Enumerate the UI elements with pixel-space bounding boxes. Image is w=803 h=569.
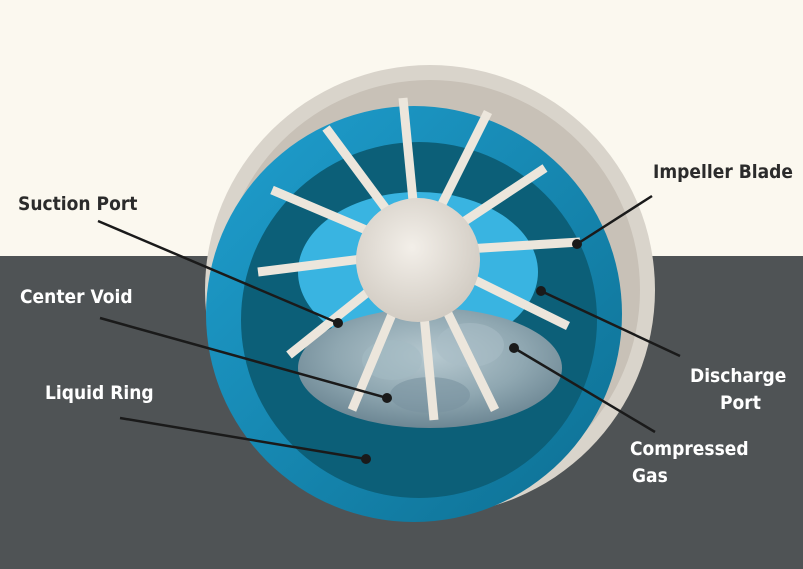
label-compressed-gas-line1: Compressed — [630, 438, 749, 460]
label-center-void: Center Void — [20, 286, 133, 308]
label-discharge-port-line2: Port — [720, 392, 761, 414]
label-liquid-ring: Liquid Ring — [45, 382, 154, 404]
pointer-dot — [333, 318, 343, 328]
leader-line-compressed-gas — [513, 346, 656, 434]
impeller-hub — [356, 198, 480, 322]
leader-line-impeller-blade — [576, 194, 653, 246]
label-compressed-gas-line2: Gas — [632, 465, 668, 487]
pointer-dot — [572, 239, 582, 249]
leader-line-liquid-ring — [119, 416, 367, 461]
label-suction-port: Suction Port — [18, 193, 138, 215]
leader-line-center-void — [99, 316, 388, 400]
pointer-dot — [536, 286, 546, 296]
leader-line-discharge-port — [540, 289, 681, 358]
pointer-dot — [361, 454, 371, 464]
pointer-dot — [382, 393, 392, 403]
label-impeller-blade: Impeller Blade — [653, 161, 794, 183]
pointer-dot — [509, 343, 519, 353]
leader-line-suction-port — [97, 219, 339, 325]
label-discharge-port-line1: Discharge — [690, 365, 787, 387]
